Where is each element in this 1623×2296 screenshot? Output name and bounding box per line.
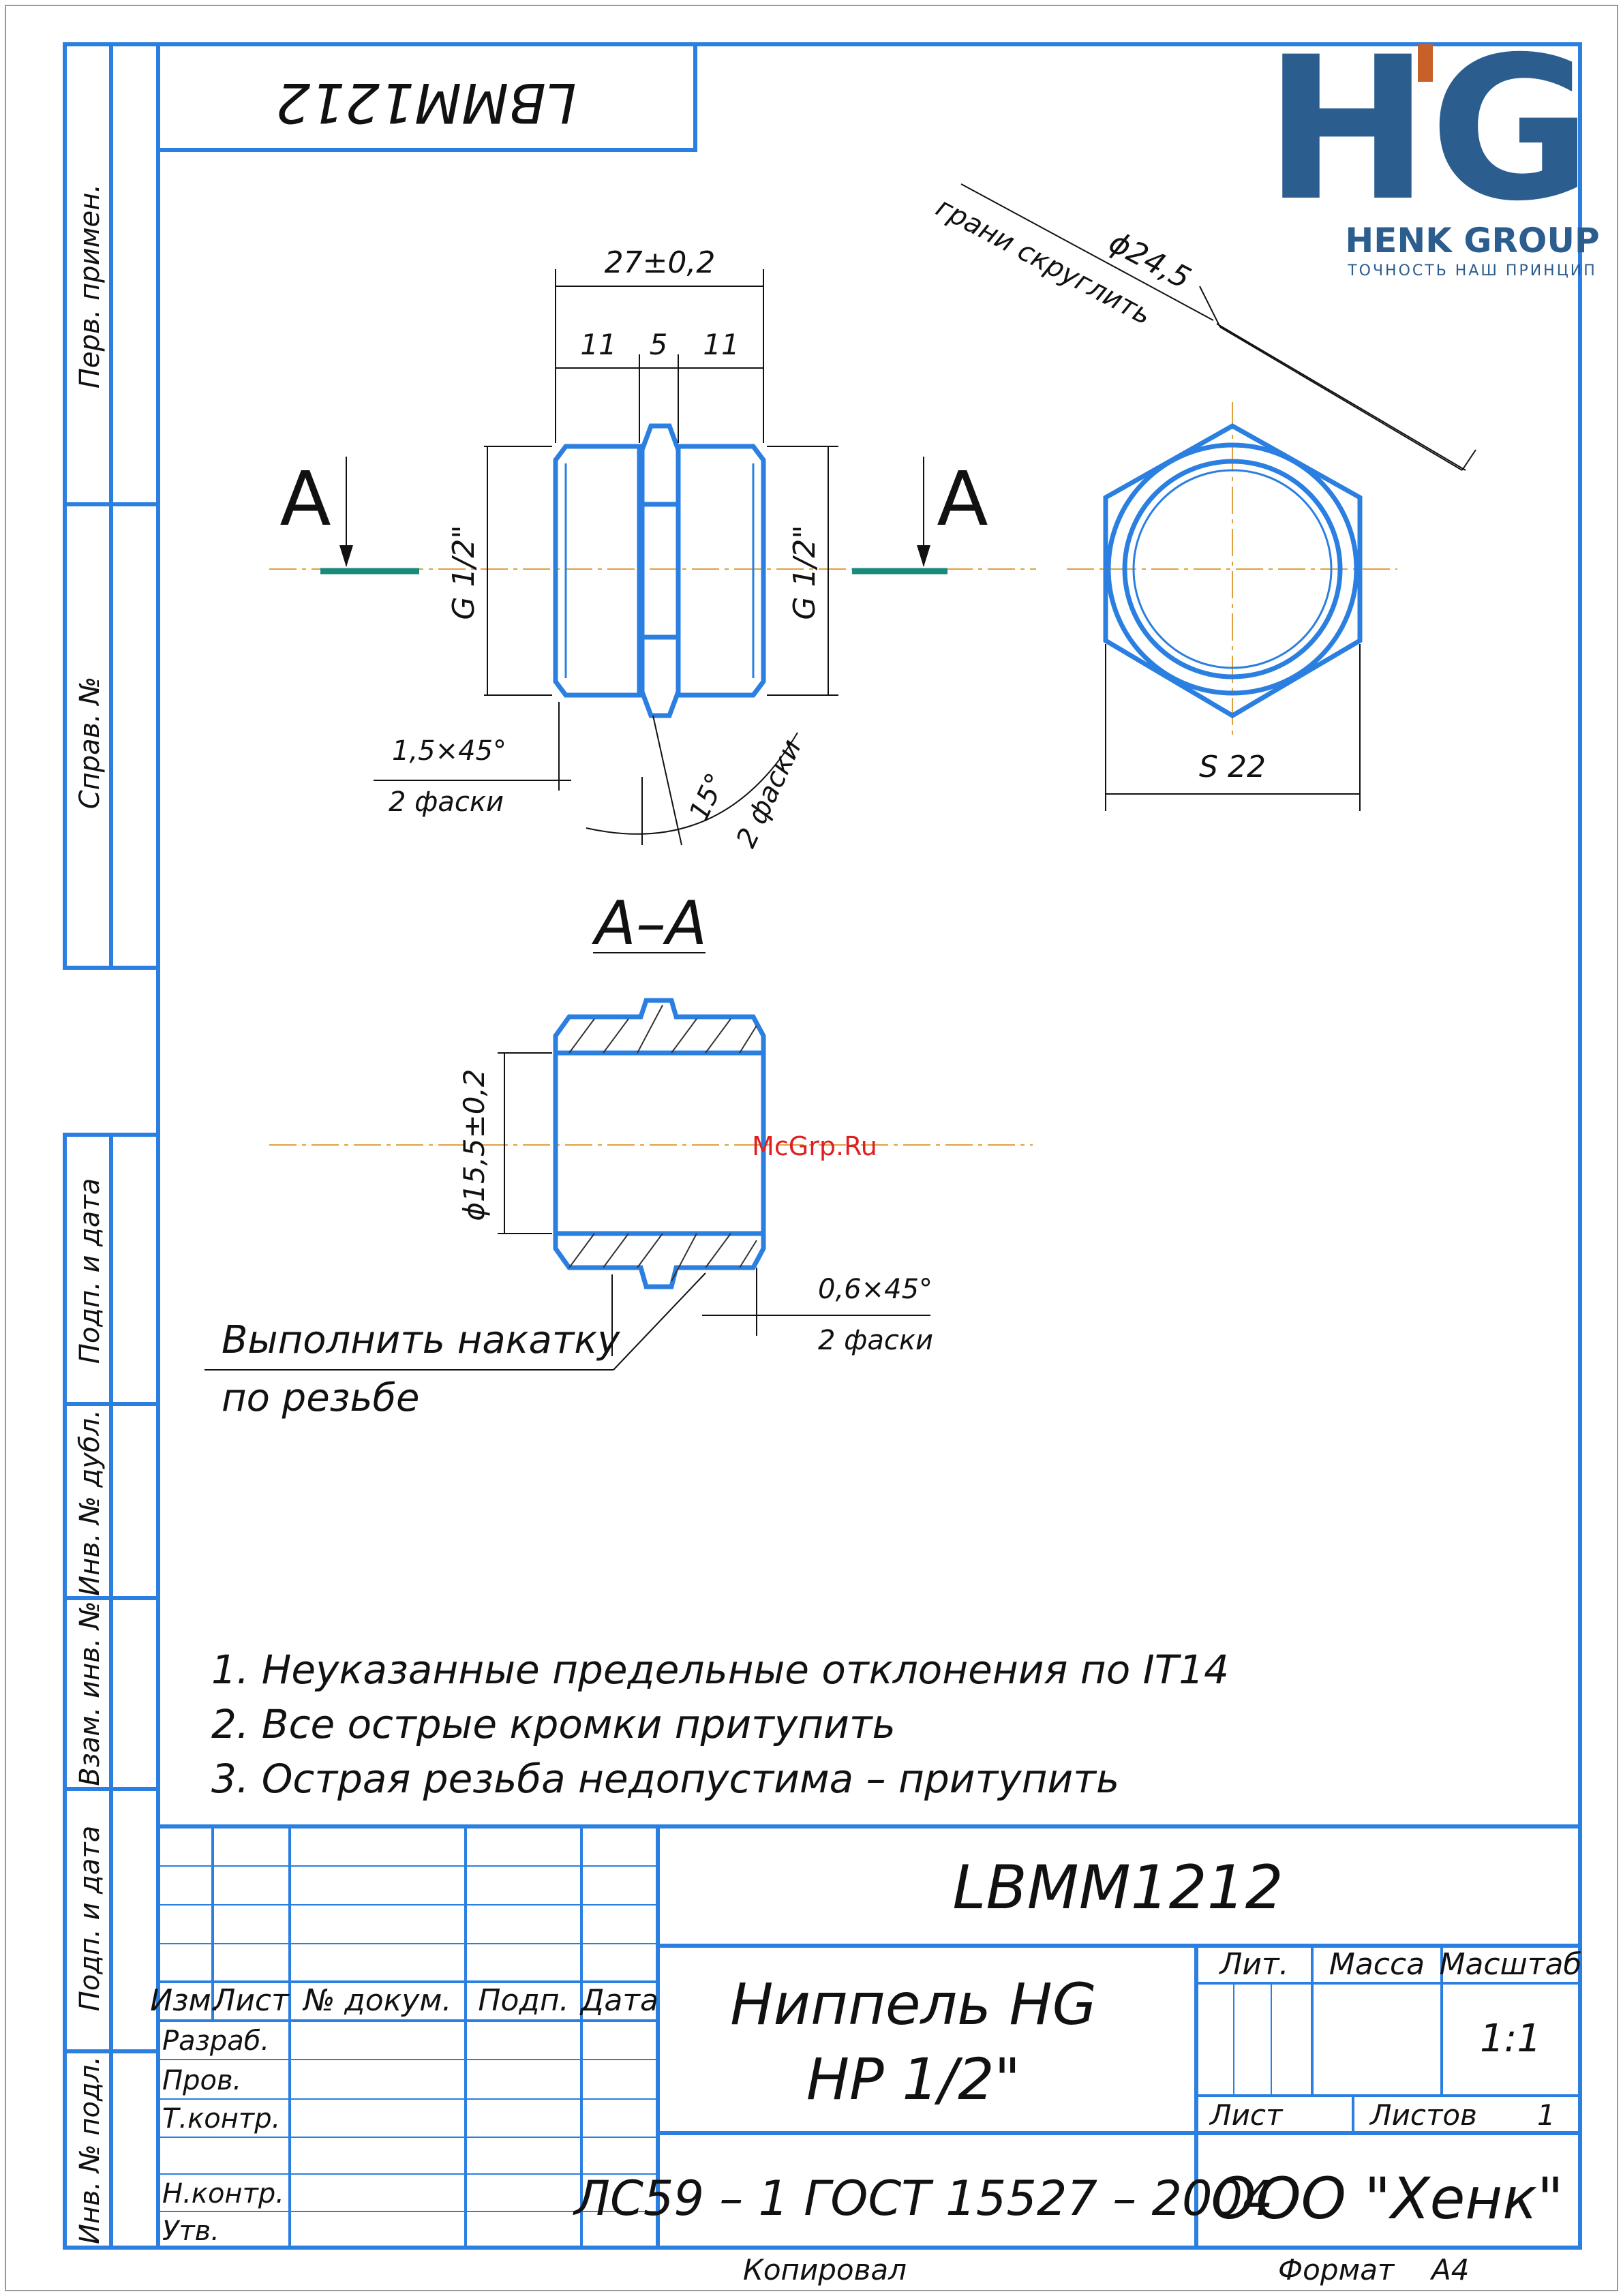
tb-nkontr: Н.контр. [162,2178,284,2209]
title-block: Изм. Лист № докум. Подп. Дата Разраб. Пр… [150,1824,1582,2286]
tb-tkontr: Т.контр. [162,2103,280,2134]
dim-thread-left: G 1/2" [446,525,481,619]
note-1: 1. Неуказанные предельные отклонения по … [211,1647,1229,1693]
logo-company: HENK GROUP [1345,221,1599,260]
side-label-sprav: Справ. № [74,677,106,810]
side-label-podp-data: Подп. и дата [74,1178,106,1364]
sheet-edge [5,5,1618,2291]
side-label-inv-dubl: Инв. № дубл. [74,1409,106,1596]
side-label-podp-data-2: Подп. и дата [74,1826,106,2011]
logo-accent [1418,44,1433,82]
right-thread-body [676,444,766,698]
tb-lit: Лит. [1218,1947,1288,1982]
tb-list: Лист [1209,2098,1284,2132]
dim-angle: 15° [683,769,732,826]
top-code-box [156,42,697,152]
top-code-text: LBMM1212 [275,71,576,134]
thread-circle-outer [1122,459,1343,679]
dim-chamfer-main-count: 2 фаски [389,786,504,818]
section-view: А–А ϕ15,5±0,2 [204,888,1033,1420]
tb-listov: Листов [1369,2098,1477,2132]
tb-kopiroval: Копировал [743,2253,907,2286]
dim-seg-right: 11 [703,328,739,361]
tb-podp: Подп. [478,1983,568,2018]
thread-circle-inner [1132,469,1333,669]
tb-format: Формат [1278,2253,1395,2286]
tb-masshtab: Масштаб [1439,1947,1581,1982]
tb-data: Дата [579,1983,658,2018]
dim-overall-length: 27±0,2 [605,245,716,280]
side-label-vzam-inv: Взам. инв. № [74,1601,106,1786]
side-label-perv-primen: Перв. примен. [74,184,106,388]
tb-material: ЛС59 – 1 ГОСТ 15527 – 2004 [572,2171,1273,2226]
knurl-note-line1: Выполнить накатку [222,1318,620,1362]
tb-izm: Изм. [150,1983,221,2018]
dim-seg-left: 11 [580,328,616,361]
watermark: McGrp.Ru [752,1131,877,1161]
dim-chamfer-small-count: 2 фаски [818,1325,933,1356]
tb-utv: Утв. [162,2216,219,2247]
tb-list-col: Лист [211,1983,290,2018]
knurl-note-line2: по резьбе [222,1376,419,1420]
hex-collar [639,423,681,718]
dim-seg-mid: 5 [650,328,668,361]
tb-scale: 1:1 [1480,2017,1541,2061]
section-title: А–А [592,888,707,958]
dim-thread-right: G 1/2" [787,525,822,619]
tb-name-line2: НР 1/2" [806,2046,1020,2113]
tb-prov: Пров. [162,2065,241,2096]
section-mark-left: A [279,455,331,542]
dim-chamfer-small: 0,6×45° [818,1274,932,1305]
henk-group-logo: HG HENK GROUP ТОЧНОСТЬ НАШ ПРИНЦИП [1264,15,1600,279]
note-2: 2. Все острые кромки притупить [211,1701,896,1747]
tb-doc: № докум. [302,1983,452,2018]
tb-razrab: Разраб. [162,2025,269,2057]
section-outline [553,998,766,1289]
tb-massa: Масса [1329,1947,1425,1982]
tb-code: LBMM1212 [952,1852,1283,1923]
dim-wrench: S 22 [1199,750,1266,784]
logo-slogan: ТОЧНОСТЬ НАШ ПРИНЦИП [1347,262,1597,279]
dim-bore: ϕ15,5±0,2 [457,1069,491,1221]
tb-company: ООО "Хенк" [1211,2165,1563,2232]
front-view: 27±0,2 11 5 11 G 1/2" G 1/2" A A 1,5×45°… [269,245,1036,853]
tb-name-line1: Ниппель HG [730,1971,1096,2038]
section-mark-right: A [937,455,988,542]
tb-format-value: А4 [1429,2253,1469,2286]
hex-outline [1103,423,1363,719]
hex-rounding-circle [1106,442,1359,696]
dim-chamfer-main: 1,5×45° [392,735,506,767]
left-thread-body [553,444,642,698]
dim-angle-count: 2 фаски [731,735,808,853]
tb-listov-value: 1 [1537,2098,1556,2132]
note-3: 3. Острая резьба недопустима – притупить [211,1756,1119,1802]
side-label-inv-podl: Инв. № подл. [74,2056,106,2244]
